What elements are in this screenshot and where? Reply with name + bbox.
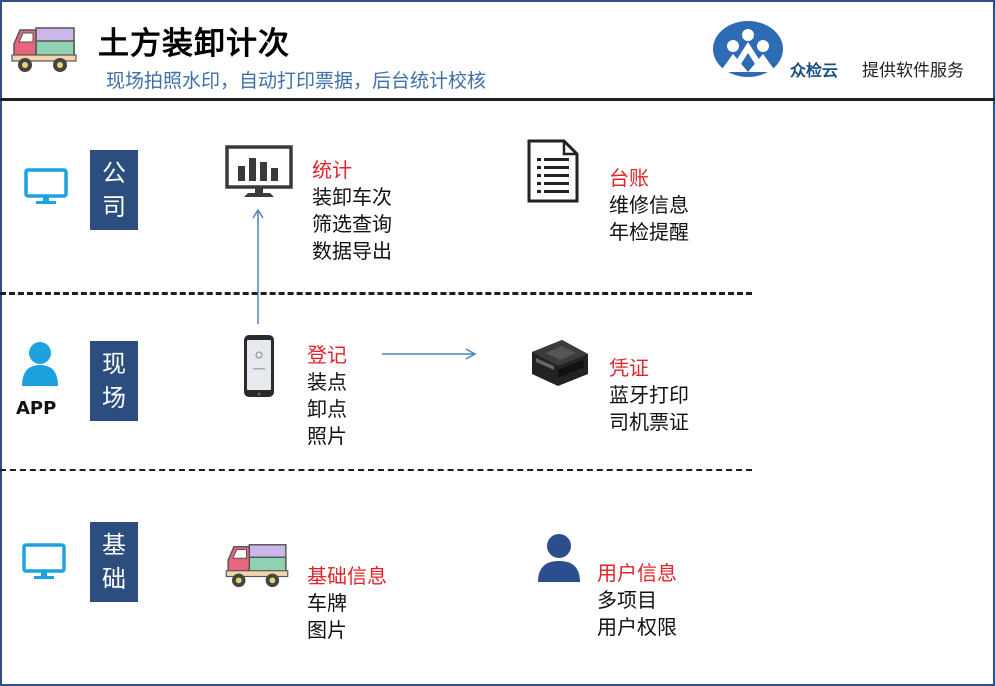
tag-company-char-2: 司 <box>102 193 126 221</box>
page-subtitle: 现场拍照水印，自动打印票据，后台统计校核 <box>106 70 487 92</box>
feature-basic-info-item-2: 图片 <box>307 618 347 642</box>
arrow-up-connector <box>252 208 264 324</box>
truck-icon <box>225 544 289 588</box>
tag-site: 现 场 <box>90 341 138 421</box>
feature-stats-item-3: 数据导出 <box>312 239 392 263</box>
brand-logo-icon <box>713 21 783 77</box>
feature-register-item-2: 卸点 <box>307 397 347 421</box>
receipt-printer-icon <box>532 340 588 386</box>
feature-user-info-item-1: 多项目 <box>597 588 657 612</box>
feature-voucher-title: 凭证 <box>609 356 649 380</box>
feature-register-item-1: 装点 <box>307 370 347 394</box>
feature-register-title: 登记 <box>307 343 347 367</box>
header-divider <box>0 98 995 101</box>
app-label: APP <box>16 398 57 419</box>
feature-voucher: 凭证 蓝牙打印 司机票证 <box>609 355 689 436</box>
feature-user-info: 用户信息 多项目 用户权限 <box>597 560 677 641</box>
tag-site-char-1: 现 <box>102 350 126 378</box>
feature-user-info-title: 用户信息 <box>597 561 677 585</box>
user-icon <box>538 534 580 582</box>
feature-register: 登记 装点 卸点 照片 <box>307 342 347 450</box>
feature-user-info-item-2: 用户权限 <box>597 615 677 639</box>
tag-site-char-2: 场 <box>102 384 126 412</box>
feature-register-item-3: 照片 <box>307 424 347 448</box>
document-icon <box>527 139 579 203</box>
brand-tagline: 提供软件服务 <box>862 61 964 81</box>
feature-ledger: 台账 维修信息 年检提醒 <box>609 165 689 246</box>
tag-company: 公 司 <box>90 150 138 230</box>
smartphone-icon <box>244 335 274 397</box>
monitor-icon <box>22 543 66 579</box>
feature-ledger-item-1: 维修信息 <box>609 193 689 217</box>
feature-ledger-item-2: 年检提醒 <box>609 220 689 244</box>
feature-ledger-title: 台账 <box>609 166 649 190</box>
feature-stats: 统计 装卸车次 筛选查询 数据导出 <box>312 157 392 265</box>
feature-stats-item-2: 筛选查询 <box>312 212 392 236</box>
brand-name: 众检云 <box>790 61 839 80</box>
tag-basic-char-2: 础 <box>102 565 126 593</box>
monitor-icon <box>24 168 68 204</box>
dashboard-monitor-icon <box>225 145 293 197</box>
feature-voucher-item-1: 蓝牙打印 <box>609 383 689 407</box>
tag-basic: 基 础 <box>90 522 138 602</box>
feature-stats-title: 统计 <box>312 158 352 182</box>
page-title: 土方装卸计次 <box>98 26 290 62</box>
arrow-right-connector <box>382 348 477 360</box>
feature-basic-info-item-1: 车牌 <box>307 591 347 615</box>
truck-logo-icon <box>11 27 77 72</box>
user-icon <box>22 342 58 386</box>
row-divider-site <box>0 469 752 471</box>
tag-company-char-1: 公 <box>102 159 126 187</box>
row-divider-company <box>0 292 752 295</box>
feature-basic-info: 基础信息 车牌 图片 <box>307 563 387 644</box>
feature-voucher-item-2: 司机票证 <box>609 410 689 434</box>
tag-basic-char-1: 基 <box>102 531 126 559</box>
feature-basic-info-title: 基础信息 <box>307 564 387 588</box>
feature-stats-item-1: 装卸车次 <box>312 185 392 209</box>
